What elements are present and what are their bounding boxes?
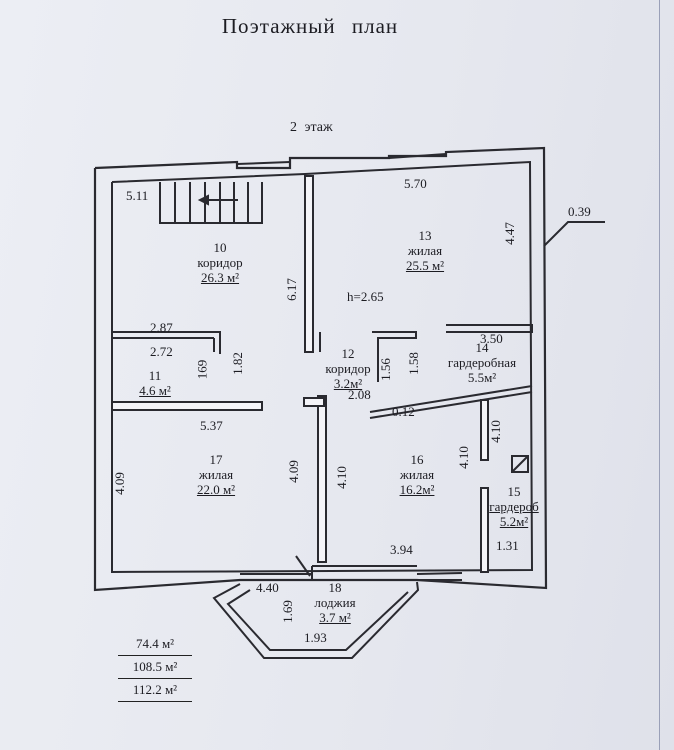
room-17-number: 17: [209, 452, 223, 467]
room-12-area: 3.2м²: [333, 376, 363, 391]
room-18-label: 18 лоджия 3.7 м²: [300, 580, 370, 625]
dim-right-wall: 4.47: [501, 222, 517, 245]
room-12-label: 12 коридор 3.2м²: [314, 346, 382, 391]
outer-wall-inner: [111, 160, 534, 574]
room-18-name: лоджия: [314, 595, 356, 610]
dim-room11-height-a: 169: [194, 359, 210, 380]
room-11-number: 11: [148, 368, 162, 383]
dim-room16-right: 4.10: [455, 446, 471, 469]
dim-stair-width: 5.11: [126, 188, 149, 203]
dim-room17-left: 4.09: [111, 472, 127, 495]
dim-top-right: 5.70: [404, 176, 427, 191]
dim-loggia-front: 1.93: [304, 630, 327, 645]
room-12-name: коридор: [325, 361, 371, 376]
dim-wall-thickness: 0.39: [568, 204, 591, 219]
room-16-number: 16: [410, 452, 424, 467]
room-17-label: 17 жилая 22.0 м²: [186, 452, 246, 497]
floor-label: 2 этаж: [290, 120, 333, 135]
dim-offset: 0.12: [392, 404, 415, 419]
total-living-area: 74.4 м²: [118, 633, 192, 656]
dim-room14-width: 3.50: [480, 331, 503, 346]
dim-room11-top: 2.87: [150, 320, 173, 335]
room-13-area: 25.5 м²: [405, 258, 445, 273]
room-16-label: 16 жилая 16.2м²: [384, 452, 450, 497]
room-14-number: 14: [475, 340, 489, 355]
room-14-label: 14 гардеробная 5.5м²: [432, 340, 532, 385]
dim-room11-height-b: 1.82: [229, 352, 245, 375]
ceiling-height: h=2.65: [347, 289, 384, 304]
dim-room12-width: 2.08: [348, 387, 371, 402]
room-17-area: 22.0 м²: [196, 482, 236, 497]
room-16-name: жилая: [399, 467, 435, 482]
dim-loggia-width: 4.40: [256, 580, 279, 595]
total-floor-area: 108.5 м²: [118, 656, 192, 679]
room-10-area: 26.3 м²: [200, 270, 240, 285]
room-11-area: 4.6 м²: [139, 383, 171, 398]
dim-room15-width: 1.31: [496, 538, 519, 553]
room-15-number: 15: [507, 484, 521, 499]
room-16-area: 16.2м²: [399, 482, 435, 497]
dim-room14-height: 1.58: [405, 352, 421, 375]
page-title: Поэтажный план: [221, 14, 399, 38]
dim-room15-side: 4.10: [487, 420, 503, 443]
dim-loggia-depth: 1.69: [279, 600, 295, 623]
room-13-name: жилая: [407, 243, 443, 258]
room-10-name: коридор: [197, 255, 243, 270]
dim-room11-width: 2.72: [150, 344, 173, 359]
room-11-label: 11 4.6 м²: [130, 368, 180, 398]
dim-room17-width: 5.37: [200, 418, 223, 433]
room-15-label: 15 гардероб 5.2м²: [480, 484, 548, 529]
room-18-number: 18: [328, 580, 342, 595]
room-14-area: 5.5м²: [467, 370, 497, 385]
room-17-name: жилая: [198, 467, 234, 482]
room-18-area: 3.7 м²: [319, 610, 351, 625]
room-10-number: 10: [213, 240, 227, 255]
dim-room16-width: 3.94: [390, 542, 413, 557]
room-12-number: 12: [341, 346, 355, 361]
room-15-area: 5.2м²: [499, 514, 529, 529]
dim-corridor-height: 6.17: [283, 278, 299, 301]
room-14-name: гардеробная: [447, 355, 517, 370]
dim-room12-height: 1.56: [377, 358, 393, 381]
room-10-label: 10 коридор 26.3 м²: [190, 240, 250, 285]
dim-room16-left: 4.10: [333, 466, 349, 489]
room-13-label: 13 жилая 25.5 м²: [392, 228, 458, 273]
total-gross-area: 112.2 м²: [118, 679, 192, 702]
room-13-number: 13: [418, 228, 432, 243]
binding-line: [659, 0, 660, 750]
area-totals: 74.4 м² 108.5 м² 112.2 м²: [118, 633, 192, 702]
dim-room17-right: 4.09: [285, 460, 301, 483]
room-15-name: гардероб: [489, 499, 539, 514]
